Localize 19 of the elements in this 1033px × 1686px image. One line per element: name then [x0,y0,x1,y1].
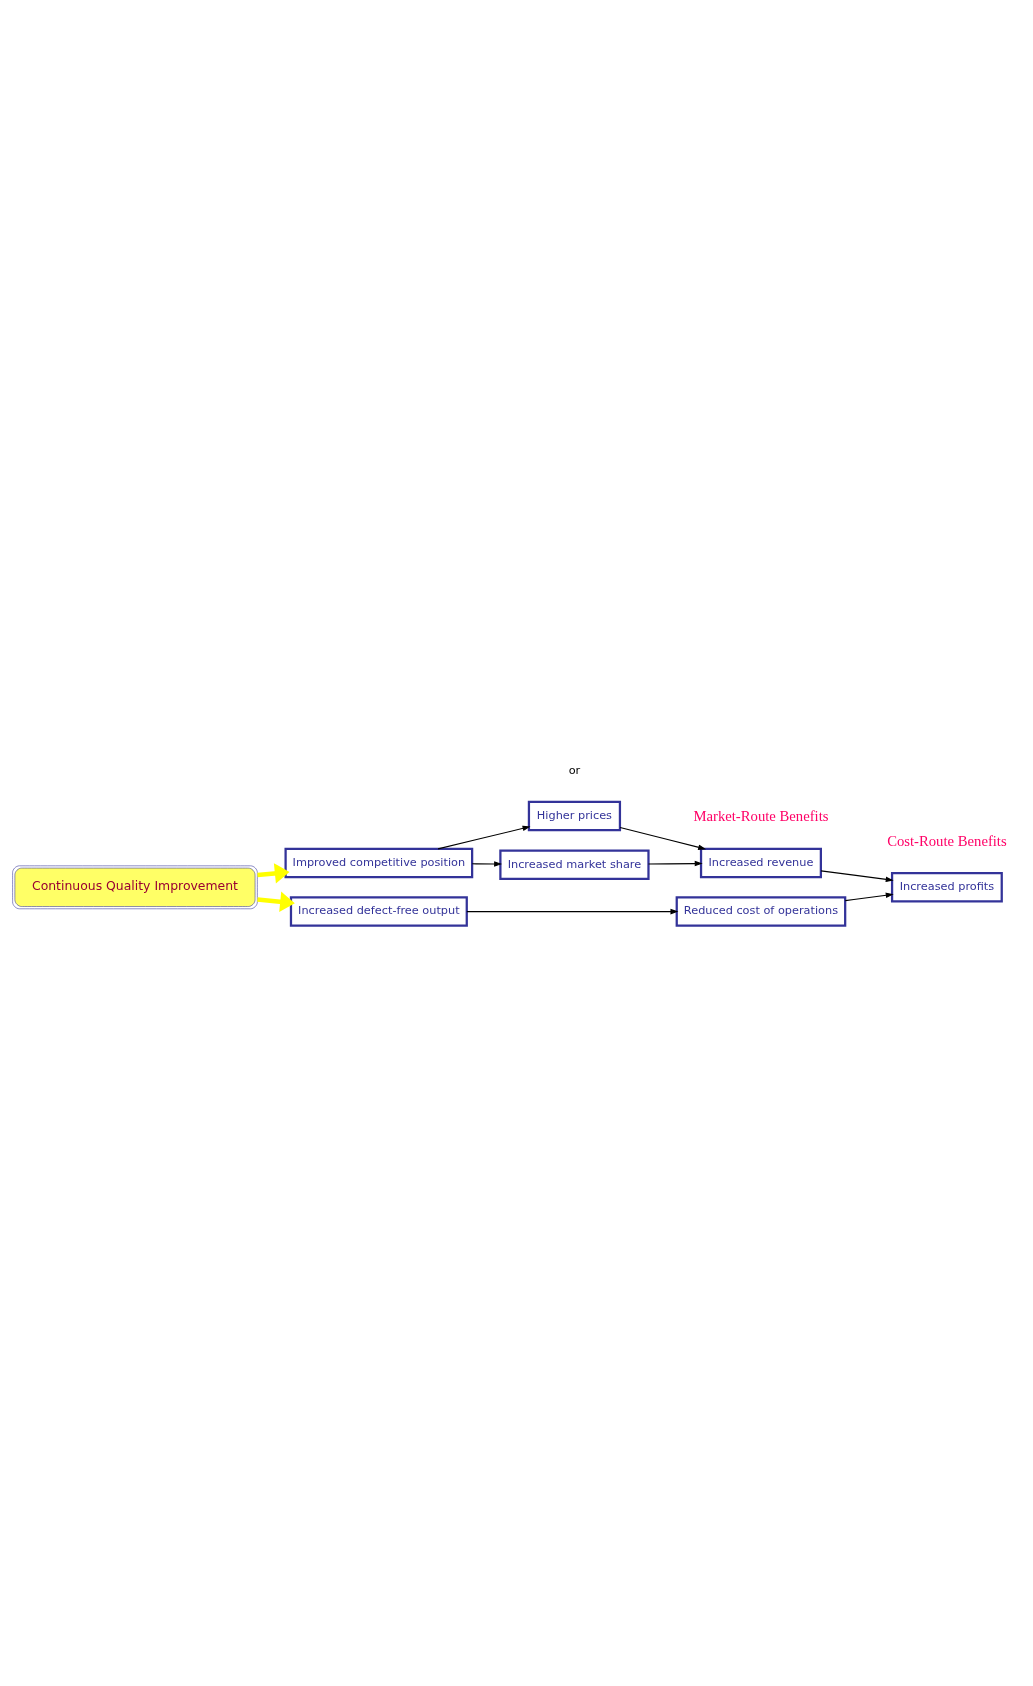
node-box: Increased defect-free output [289,895,468,927]
arrow [257,891,295,912]
arrow [257,862,290,884]
node-box: Increased revenue [699,847,822,878]
arrow [647,860,703,866]
arrow [437,825,531,849]
arrow [471,860,503,867]
arrow [820,869,894,882]
arrow [466,908,679,914]
node-box: Higher prices [527,800,622,831]
node-box: Improved competitive position [284,847,474,878]
node-box: Increased market share [499,848,650,880]
label: Market-Route Benefits [693,807,829,824]
node-box: Increased profits [890,871,1003,903]
label: or [568,763,581,777]
node-box: Reduced cost of operations [675,895,847,927]
arrow [619,826,707,850]
arrow [844,892,894,901]
label: Cost-Route Benefits [887,832,1007,849]
